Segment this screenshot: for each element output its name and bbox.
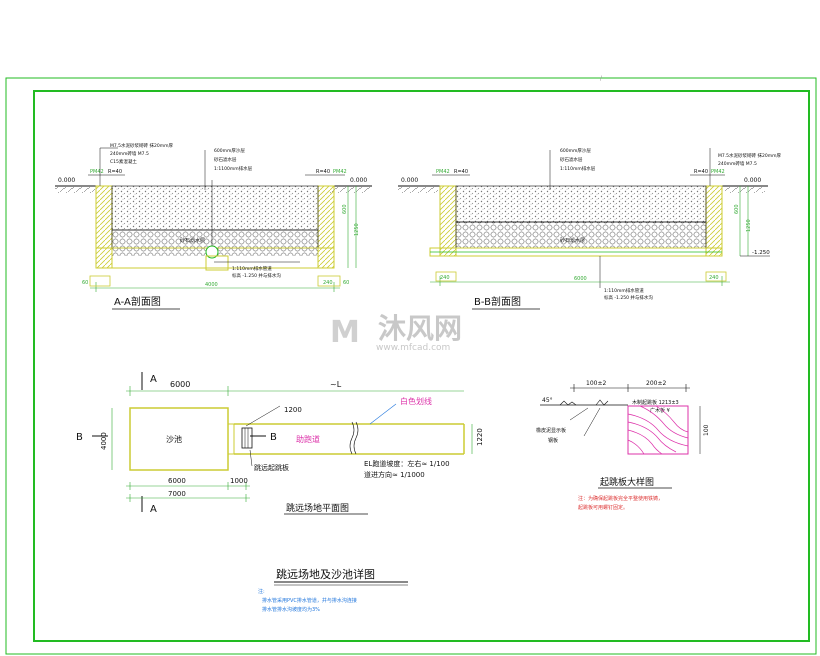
notes-head: 注: — [258, 588, 265, 595]
board-detail: 100±2 200±2 45° 木制起跳板 1213±3 广木板 ¥ 100 橡… — [536, 380, 710, 511]
watermark-logo-icon: M — [330, 315, 360, 350]
plan-marker-b-left: B — [76, 432, 83, 443]
bb-layer-1: 600mm厚沙层 — [560, 148, 591, 154]
bb-level-pipe: -1.250 — [752, 250, 770, 256]
bb-title: B-B剖面图 — [474, 295, 521, 308]
aa-callout-3: C15素混凝土 — [110, 158, 137, 165]
bb-filter-layer — [455, 221, 707, 249]
detail-label-1: 橡皮泥显示板 — [536, 427, 566, 434]
aa-layer-2: 砂石滤水层 — [214, 156, 237, 163]
bb-layer-3: 1:110mm排水层 — [560, 165, 596, 172]
bb-layer-2: 砂石滤水层 — [560, 156, 583, 163]
bb-dim-small-right: 240 — [709, 275, 719, 281]
detail-dim-left: 100±2 — [586, 380, 606, 387]
bb-level-right: 0.000 — [744, 177, 761, 184]
bb-tag-right: PM42 — [711, 169, 725, 175]
bb-dim-small-left: 240 — [440, 275, 450, 281]
aa-dim-small-240: 240 — [323, 280, 333, 286]
watermark-en: www.mfcad.com — [376, 343, 450, 353]
bb-pipe-note-2: 标高 -1.250 并与排水沟 — [604, 294, 653, 301]
aa-filter-layer — [111, 229, 319, 249]
plan-dim-L: ~L — [330, 380, 342, 389]
aa-tag-left: PM42 — [90, 169, 104, 175]
section-aa: 0.000 0.000 PM42 R=40 PM42 R=40 砂石滤水层 M7… — [55, 142, 372, 310]
detail-wood-note-2: 广木板 ¥ — [650, 407, 670, 414]
watermark: M 沐风网 www.mfcad.com — [330, 312, 462, 353]
aa-pipe-note-1: 1:110mm排水管道 — [232, 265, 272, 272]
aa-layer-3: 1:1100mm排水层 — [214, 165, 253, 172]
aa-title: A-A剖面图 — [114, 295, 161, 308]
aa-wall-left — [95, 185, 113, 269]
bb-level-left: 0.000 — [401, 177, 418, 184]
watermark-cn: 沐风网 — [378, 312, 462, 345]
bb-tag2-right: R=40 — [694, 169, 708, 175]
bb-dim-depth-2: 1250 — [746, 219, 752, 232]
plan-dim-runway-width: 1220 — [476, 428, 484, 446]
section-bb: 0.000 0.000 PM42 R=40 PM42 R=40 砂石滤水层 M7… — [398, 148, 781, 310]
detail-warn-2: 起跳板可用螺钉固定。 — [578, 504, 628, 511]
aa-callout-2: 240mm砖墙 M7.5 — [110, 150, 149, 157]
aa-dim-depth-2: 1250 — [354, 223, 360, 236]
aa-pipe-note-2: 标高 -1.250 并与排水沟 — [232, 272, 281, 279]
detail-label-2: 钢板 — [548, 437, 558, 444]
bb-wall-left — [439, 185, 457, 257]
bb-wall-right — [705, 185, 723, 257]
plan-board-zone — [227, 423, 235, 455]
bb-dim-width: 6000 — [574, 276, 587, 282]
plan-marker-a-top: A — [150, 374, 157, 385]
main-title: 跳远场地及沙池详图 — [276, 567, 375, 581]
aa-wall-right — [317, 185, 335, 269]
detail-wood-note: 木制起跳板 1213±3 — [632, 399, 679, 406]
aa-inner-label: 砂石滤水层 — [180, 237, 205, 244]
plan-takeoff-board — [241, 427, 253, 449]
plan-marker-b-right: B — [270, 432, 277, 443]
bb-sand-layer — [455, 185, 707, 223]
bb-tag2-left: R=40 — [454, 169, 468, 175]
notes-line-1: 排水管采用PVC排水管道，并与排水沟连接 — [262, 597, 357, 604]
aa-level-right: 0.000 — [350, 177, 367, 184]
detail-warn-1: 注：为确保起跳板完全平整使用铁铸， — [578, 495, 663, 502]
plan-view: A A B B 6000 ~L 4000 沙池 助跑道 白色划线 — [76, 372, 484, 515]
detail-angle: 45° — [542, 397, 553, 404]
bb-callout-2: 240mm砖墙 M7.5 — [718, 160, 757, 167]
plan-dim-height: 4000 — [100, 432, 108, 450]
plan-title: 跳远场地平面图 — [286, 502, 349, 514]
aa-tag2-left: R=40 — [108, 169, 122, 175]
plan-dim-bottom-total: 7000 — [168, 490, 186, 498]
plan-board-dim: 1200 — [284, 406, 302, 414]
bb-pipe-note-1: 1:110mm排水管道 — [604, 287, 644, 294]
inner-frame — [33, 90, 810, 642]
detail-title: 起跳板大样图 — [600, 476, 654, 488]
plan-board-label: 跳远起跳板 — [254, 463, 289, 472]
bb-tag-left: PM42 — [436, 169, 450, 175]
plan-dim-bottom-1: 6000 — [168, 477, 186, 485]
plan-dim-top: 6000 — [170, 380, 190, 389]
aa-callout-1: M7.5水泥砂浆砌砖 抹20mm厚 — [110, 142, 173, 149]
aa-layer-1: 600mm厚沙层 — [214, 148, 245, 154]
detail-dim-right: 200±2 — [646, 380, 666, 387]
aa-sand-layer — [111, 185, 319, 231]
aa-tag-right: PM42 — [333, 169, 347, 175]
aa-dim-small-left: 60 — [82, 280, 88, 286]
plan-slope-2: 道进方向≈ 1/1000 — [364, 470, 425, 479]
plan-runway-label: 助跑道 — [296, 434, 320, 444]
aa-dim-width: 4000 — [205, 282, 218, 288]
plan-pit-label: 沙池 — [166, 434, 182, 444]
plan-marker-a-bottom: A — [150, 504, 157, 515]
bb-inner-label: 砂石滤水层 — [560, 237, 585, 244]
corner-mark: / — [600, 75, 603, 82]
outer-frame — [5, 77, 817, 655]
plan-dim-bottom-2: 1000 — [230, 477, 248, 485]
plan-slope-1: EL跑道坡度：左右≈ 1/100 — [364, 459, 450, 468]
notes-line-2: 排水管排水沟坡度均为3% — [262, 606, 320, 613]
detail-height: 100 — [703, 424, 710, 436]
aa-tag2-right: R=40 — [316, 169, 330, 175]
bb-dim-depth-1: 600 — [734, 204, 740, 214]
aa-dim-depth-1: 600 — [342, 204, 348, 214]
plan-line-label: 白色划线 — [400, 396, 432, 406]
aa-level-left: 0.000 — [58, 177, 75, 184]
bb-callout-1: M7.5水泥砂浆砌砖 抹20mm厚 — [718, 152, 781, 159]
aa-dim-small-right: 60 — [343, 280, 349, 286]
